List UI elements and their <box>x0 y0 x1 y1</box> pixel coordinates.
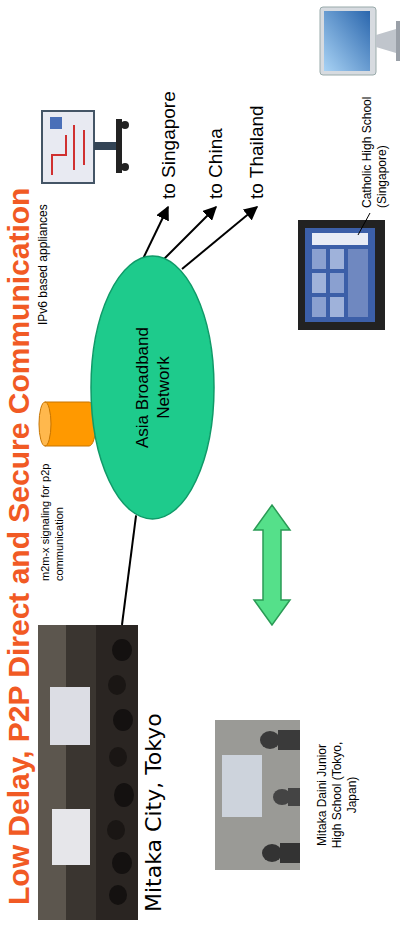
connector-line <box>122 515 136 625</box>
connector-stroke <box>122 515 136 625</box>
ellipse-outline <box>90 255 215 520</box>
auditorium-photo <box>38 625 138 920</box>
signaling-server-cylinder: m2m-x signaling for p2p communication <box>38 401 96 447</box>
node-text: Mitaka Daini Junior High School (Tokyo, … <box>315 740 360 850</box>
node-text: Asia Broadband Network <box>132 313 174 463</box>
node-text: m2m-x signaling for p2p communication <box>38 453 66 581</box>
classroom-photo <box>215 720 300 870</box>
destination-arrow <box>162 207 216 261</box>
ellipse-shape <box>91 256 214 519</box>
destination-label: to China <box>205 128 227 199</box>
appliance-group: IPv6 based appliances <box>36 93 132 325</box>
destination-label: to Singapore <box>158 91 180 199</box>
photo-frame: Catholic High School (Singapore) <box>298 220 385 330</box>
node-text: Catholic High School (Singapore) <box>360 90 390 208</box>
monitor-picture <box>320 7 400 75</box>
cylinder-body <box>45 402 96 446</box>
node-text: Mitaka City, Tokyo <box>140 713 168 920</box>
video-screen-photo <box>298 220 385 330</box>
appliance-picture <box>42 111 129 183</box>
double-block-arrow <box>254 505 290 625</box>
slide-title: Low Delay, P2P Direct and Secure Communi… <box>2 188 36 905</box>
destination-label: to Thailand <box>246 105 268 199</box>
cylinder-top <box>39 402 51 446</box>
cylinder-outline <box>38 401 96 447</box>
network-ellipse: Asia Broadband Network <box>90 255 215 520</box>
leader-line <box>358 213 370 235</box>
photo-frame: Mitaka City, Tokyo <box>38 625 168 920</box>
photo-frame: Mitaka Daini Junior High School (Tokyo, … <box>215 720 367 870</box>
node-text: IPv6 based appliances <box>36 193 51 325</box>
destination-arrow <box>182 207 257 269</box>
